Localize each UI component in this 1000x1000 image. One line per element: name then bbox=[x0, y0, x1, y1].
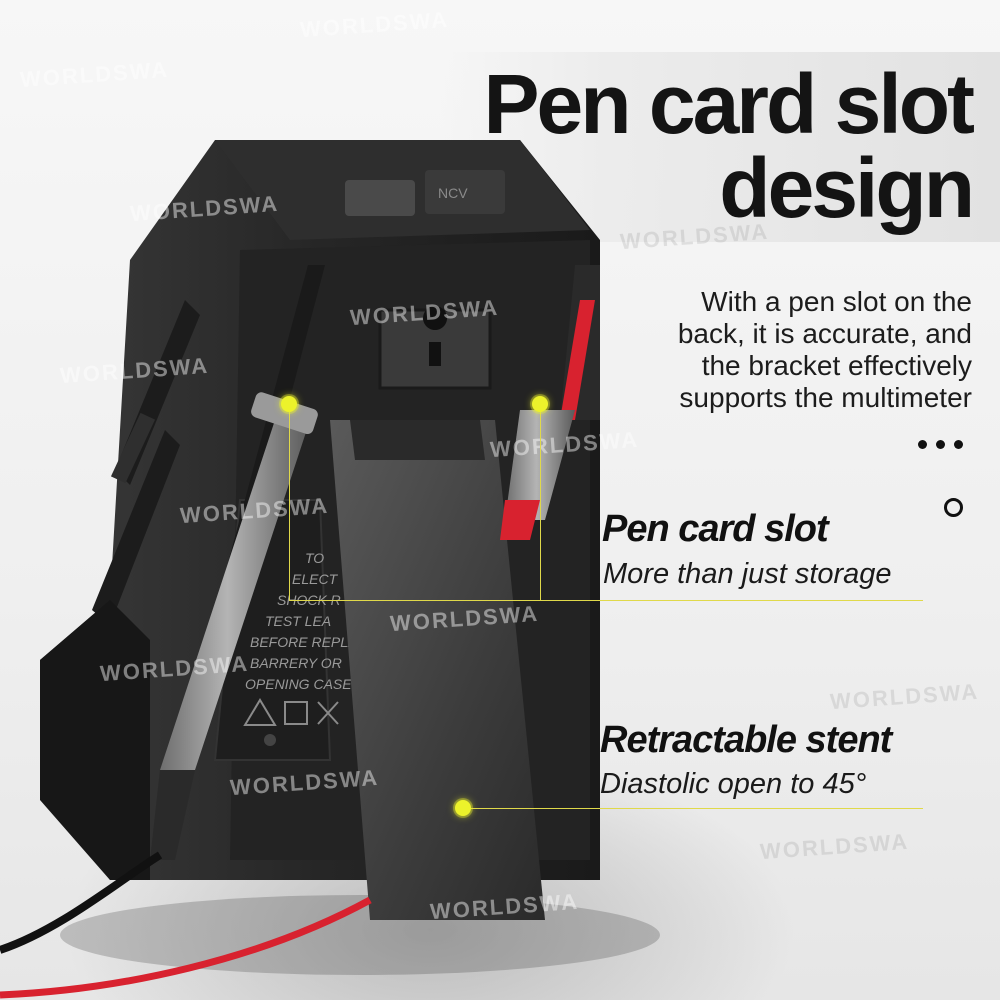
ellipsis-icon bbox=[918, 440, 963, 449]
ring-icon bbox=[944, 498, 963, 517]
black-probe-end bbox=[150, 770, 195, 860]
description-line: the bracket effectively bbox=[701, 350, 972, 381]
keyhole-icon bbox=[423, 306, 448, 366]
description-line: supports the multimeter bbox=[679, 382, 972, 413]
description-line: With a pen slot on the bbox=[701, 286, 972, 317]
kickstand bbox=[330, 420, 545, 920]
description: With a pen slot on the back, it is accur… bbox=[592, 286, 972, 414]
red-probe-band bbox=[500, 500, 540, 540]
ncv-button-label: NCV bbox=[438, 185, 468, 201]
svg-text:ELECT: ELECT bbox=[292, 571, 339, 587]
callout-line bbox=[463, 808, 923, 809]
screw bbox=[264, 734, 276, 746]
red-probe-tip bbox=[560, 300, 595, 420]
description-line: back, it is accurate, and bbox=[677, 318, 972, 349]
kickstand-hinge bbox=[350, 420, 485, 460]
black-probe-handle bbox=[160, 420, 310, 770]
callout-line bbox=[540, 404, 541, 600]
hotspot-left-pen-slot bbox=[281, 396, 297, 412]
callout-line bbox=[289, 600, 923, 601]
svg-text:BARRERY OR: BARRERY OR bbox=[250, 655, 342, 671]
title-line-1: Pen card slot bbox=[483, 57, 975, 151]
feature-subtitle-pen-card-slot: More than just storage bbox=[603, 558, 892, 590]
page-title: Pen card slot design bbox=[483, 57, 975, 235]
hotspot-right-pen-slot bbox=[532, 396, 548, 412]
feature-subtitle-retractable-stent: Diastolic open to 45° bbox=[600, 768, 867, 800]
callout-line bbox=[289, 404, 290, 600]
ncv-button bbox=[425, 170, 505, 214]
hotspot-stand bbox=[455, 800, 471, 816]
bottom-foot bbox=[40, 600, 150, 880]
black-lead-wire bbox=[0, 851, 163, 954]
side-grip bbox=[92, 300, 200, 625]
safety-symbols bbox=[243, 698, 339, 726]
svg-text:OPENING CASE: OPENING CASE bbox=[245, 676, 352, 692]
warning-text: TO ELECT SHOCK R TEST LEA BEFORE REPLA B… bbox=[245, 550, 357, 692]
title-line-2: design bbox=[719, 141, 975, 235]
feature-title-retractable-stent: Retractable stent bbox=[600, 719, 892, 761]
svg-text:TO: TO bbox=[305, 550, 324, 566]
black-probe-guard bbox=[251, 392, 318, 435]
top-button-1 bbox=[345, 180, 415, 216]
svg-text:TEST LEA: TEST LEA bbox=[265, 613, 331, 629]
svg-text:BEFORE REPLA: BEFORE REPLA bbox=[250, 634, 357, 650]
red-lead-wire bbox=[0, 896, 372, 999]
feature-title-pen-card-slot: Pen card slot bbox=[602, 508, 829, 550]
